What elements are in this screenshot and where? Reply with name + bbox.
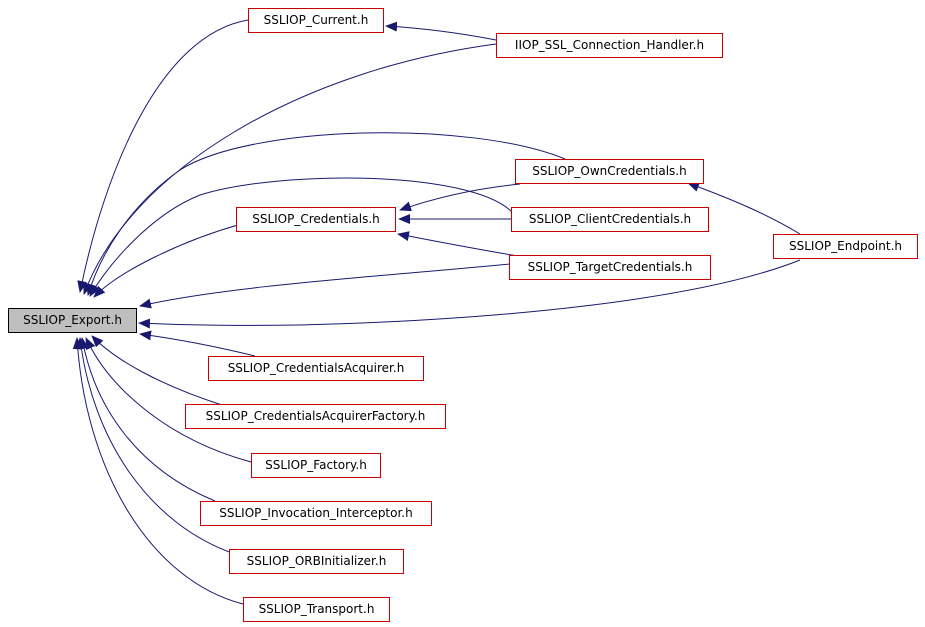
- edge-endpoint-to-own-credentials: [687, 182, 801, 235]
- edge-own-credentials-to-export: [86, 132, 566, 296]
- edge-credentials-acquirer-factory-to-export: [91, 335, 223, 406]
- node-current-header[interactable]: SSLIOP_Current.h: [248, 8, 384, 33]
- node-target-credentials-header[interactable]: SSLIOP_TargetCredentials.h: [509, 255, 711, 280]
- node-invocation-interceptor-header[interactable]: SSLIOP_Invocation_Interceptor.h: [200, 501, 432, 526]
- edge-client-credentials-to-export: [89, 177, 513, 297]
- edge-invocation-interceptor-to-export: [79, 337, 216, 502]
- node-export-header: SSLIOP_Export.h: [8, 308, 137, 333]
- node-iiop-ssl-connection-handler-header[interactable]: IIOP_SSL_Connection_Handler.h: [496, 33, 723, 58]
- edge-credentials-to-export: [93, 224, 239, 298]
- edge-iiop-handler-to-current: [385, 21, 497, 41]
- edge-target-credentials-to-export: [139, 262, 521, 309]
- edge-endpoint-to-export: [138, 259, 801, 329]
- node-factory-header[interactable]: SSLIOP_Factory.h: [251, 453, 381, 478]
- node-credentials-acquirer-factory-header[interactable]: SSLIOP_CredentialsAcquirerFactory.h: [185, 404, 446, 429]
- edge-own-credentials-to-credentials: [399, 183, 521, 212]
- node-orb-initializer-header[interactable]: SSLIOP_ORBInitializer.h: [229, 549, 404, 574]
- edge-orb-initializer-to-export: [76, 337, 236, 555]
- node-credentials-header[interactable]: SSLIOP_Credentials.h: [236, 207, 396, 232]
- edge-transport-to-export: [72, 337, 244, 605]
- node-transport-header[interactable]: SSLIOP_Transport.h: [243, 597, 390, 622]
- edge-credentials-acquirer-to-export: [139, 330, 256, 357]
- edge-current-to-export: [77, 19, 249, 293]
- edge-iiop-handler-to-export: [83, 43, 497, 295]
- edge-factory-to-export: [85, 337, 252, 463]
- node-credentials-acquirer-header[interactable]: SSLIOP_CredentialsAcquirer.h: [208, 356, 424, 381]
- node-endpoint-header[interactable]: SSLIOP_Endpoint.h: [773, 234, 918, 259]
- node-own-credentials-header[interactable]: SSLIOP_OwnCredentials.h: [515, 159, 704, 184]
- node-client-credentials-header[interactable]: SSLIOP_ClientCredentials.h: [511, 207, 709, 232]
